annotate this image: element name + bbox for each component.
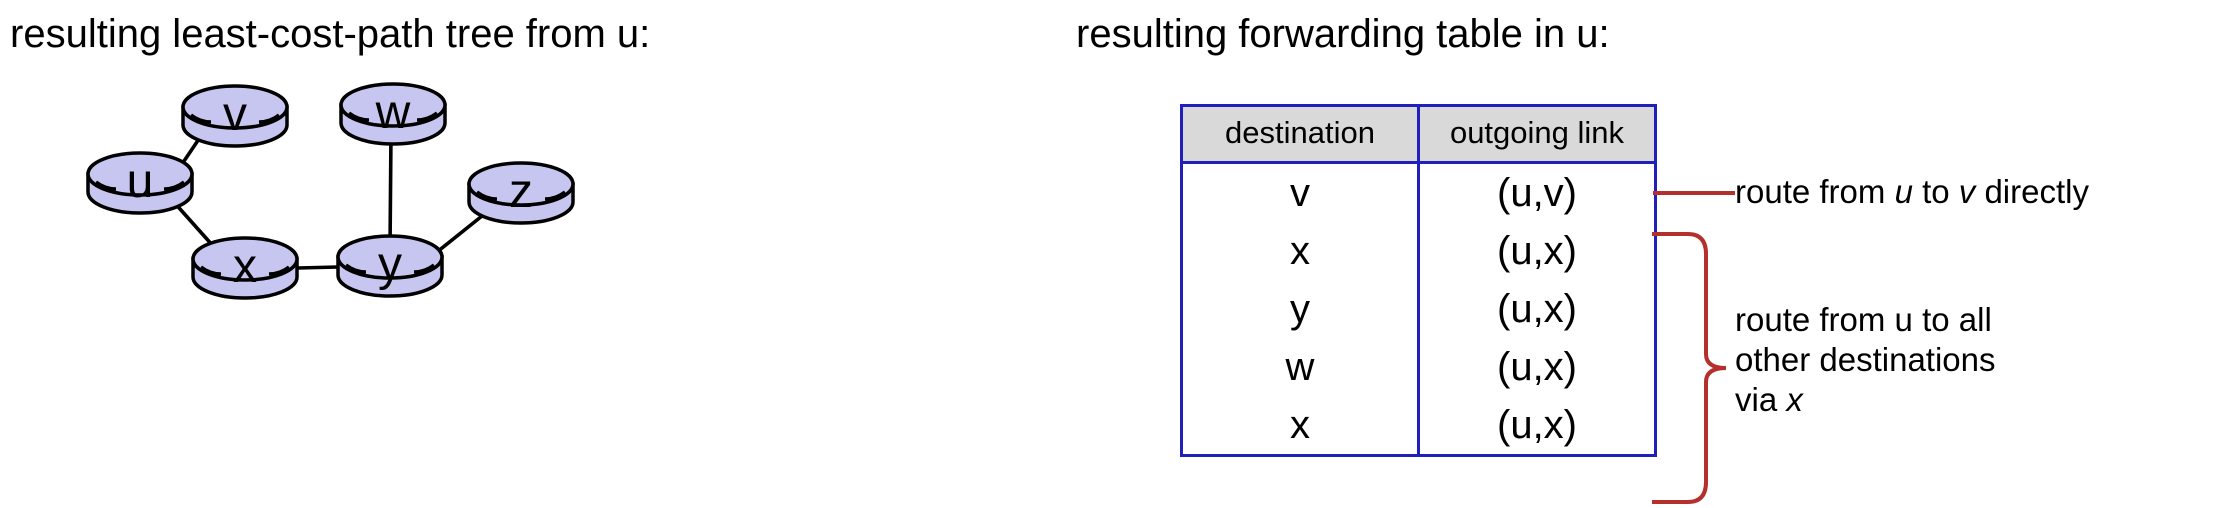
graph-node-label: y	[378, 238, 402, 291]
graph-node-label: v	[223, 88, 247, 141]
annotation-em-u: u	[1894, 173, 1913, 210]
annotation-leader-line	[1653, 191, 1735, 195]
column-header-outgoing-link: outgoing link	[1417, 104, 1657, 164]
cell-destination: v	[1180, 162, 1420, 222]
table-row: w (u,x)	[1180, 338, 1657, 396]
cell-destination: y	[1180, 280, 1420, 338]
annotation-em-v: v	[1958, 173, 1976, 210]
cell-destination: w	[1180, 338, 1420, 396]
annotation-line-3: via x	[1735, 380, 1996, 420]
annotation-line-2: other destinations	[1735, 341, 1996, 378]
annotation-line-1: route from u to all	[1735, 301, 1992, 338]
cell-outgoing-link: (u,v)	[1417, 162, 1657, 222]
cell-outgoing-link: (u,x)	[1417, 222, 1657, 280]
cell-destination: x	[1180, 396, 1420, 457]
graph-node-u: u	[86, 151, 194, 215]
edge-x-y	[297, 265, 339, 270]
table-header-row: destination outgoing link	[1180, 104, 1657, 164]
annotation-direct-route: route from u to v directly	[1735, 172, 2089, 212]
graph-node-w: w	[339, 82, 447, 146]
graph-nodes: v w u z x y	[86, 82, 575, 300]
graph-node-label: w	[375, 86, 411, 139]
edge-w-y	[388, 131, 393, 251]
graph-node-label: u	[127, 155, 154, 208]
cell-outgoing-link: (u,x)	[1417, 338, 1657, 396]
forwarding-table: destination outgoing link v (u,v) x (u,x…	[1180, 104, 1657, 457]
table-row: v (u,v)	[1180, 162, 1657, 222]
column-header-destination: destination	[1180, 104, 1420, 164]
cell-destination: x	[1180, 222, 1420, 280]
right-panel-title: resulting forwarding table in u:	[1076, 12, 1610, 56]
left-panel-title: resulting least-cost-path tree from u:	[10, 12, 651, 56]
graph-node-z: z	[467, 161, 575, 225]
annotation-via-x-route: route from u to all other destinations v…	[1735, 300, 1996, 420]
annotation-text-mid: to	[1912, 173, 1959, 210]
table-row: x (u,x)	[1180, 396, 1657, 457]
annotation-em-x: x	[1786, 381, 1803, 418]
graph-node-y: y	[336, 234, 444, 298]
graph-node-label: x	[233, 240, 257, 293]
graph-node-v: v	[181, 84, 289, 148]
table-row: x (u,x)	[1180, 222, 1657, 280]
annotation-text-pre: route from	[1735, 173, 1895, 210]
least-cost-path-tree-diagram: v w u z x y	[0, 60, 900, 420]
cell-outgoing-link: (u,x)	[1417, 396, 1657, 457]
annotation-text-post: directly	[1975, 173, 2089, 210]
graph-node-x: x	[191, 236, 299, 300]
graph-node-label: z	[509, 165, 533, 218]
annotation-line-3-pre: via	[1735, 381, 1787, 418]
forwarding-table-container: destination outgoing link v (u,v) x (u,x…	[1180, 104, 1657, 457]
annotation-curly-brace	[1652, 232, 1727, 504]
table-row: y (u,x)	[1180, 280, 1657, 338]
cell-outgoing-link: (u,x)	[1417, 280, 1657, 338]
